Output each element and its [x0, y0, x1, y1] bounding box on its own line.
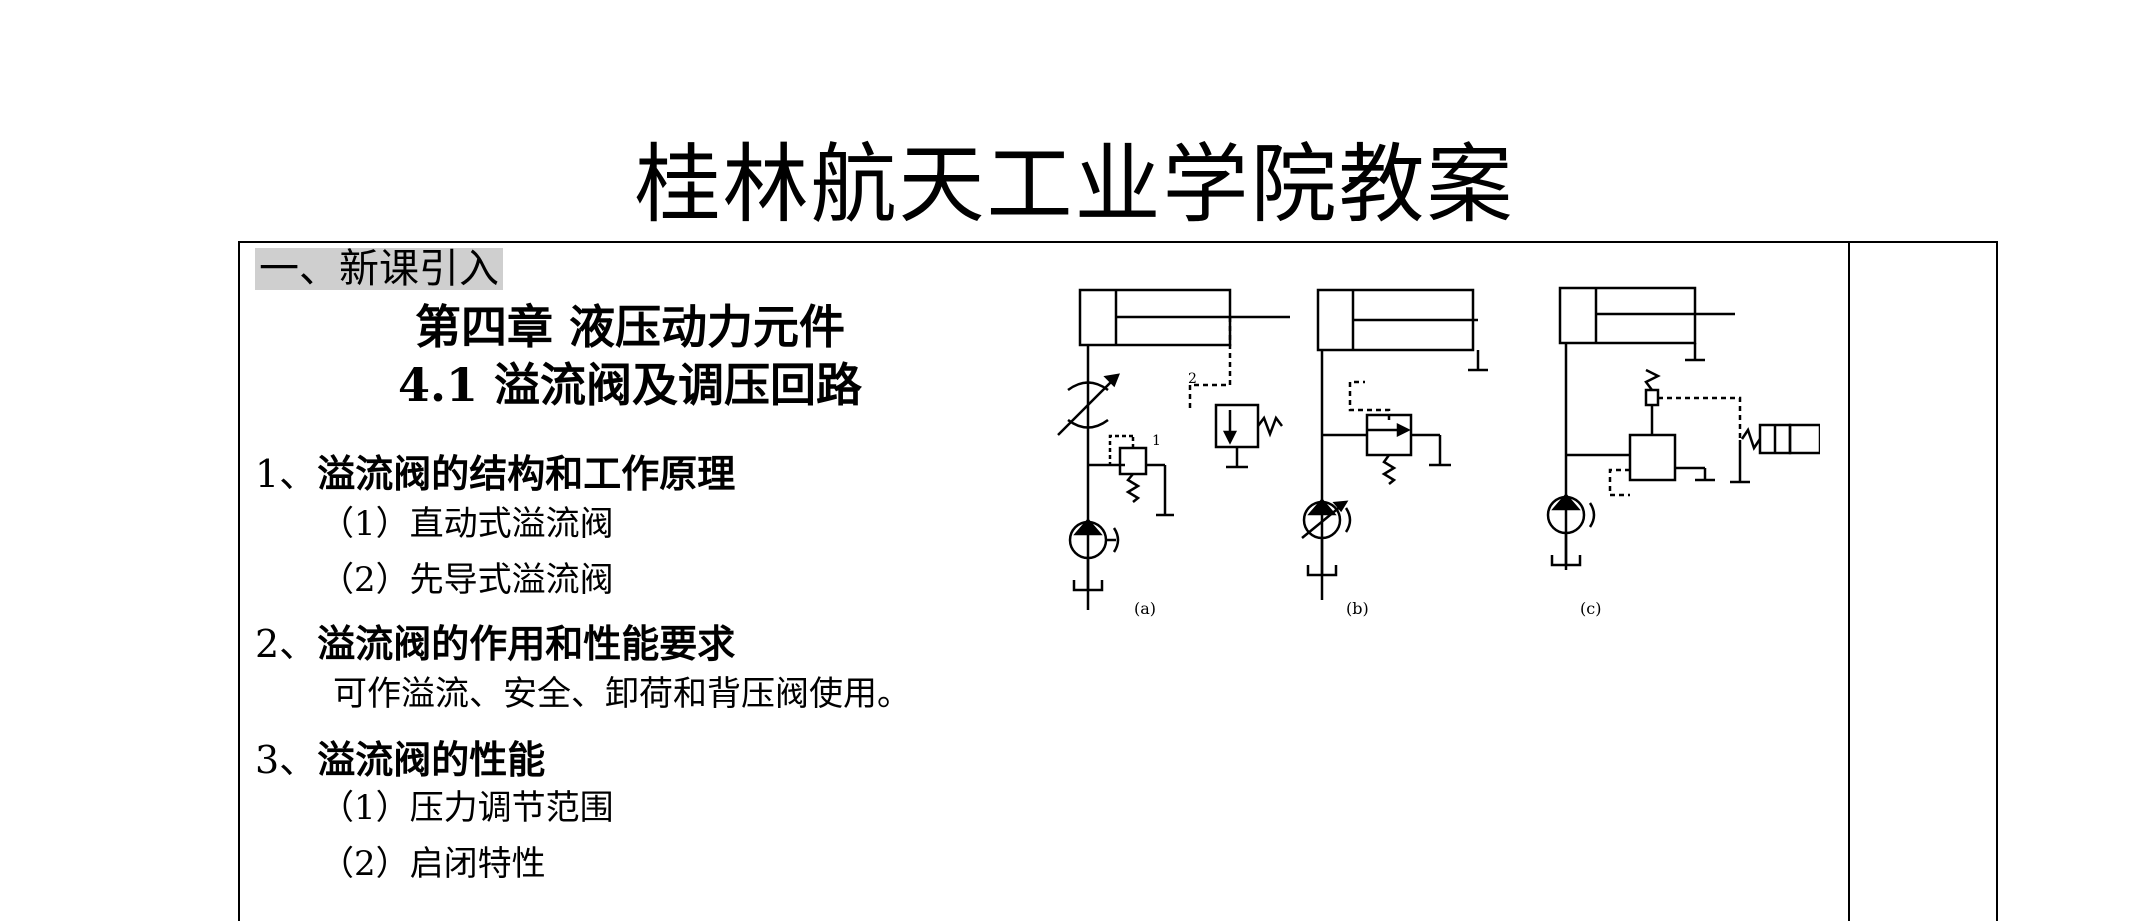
section-3-item-1: （1）压力调节范围 — [320, 788, 614, 828]
section-3-item-2: （2）启闭特性 — [320, 844, 546, 884]
section-1-item-2: （2）先导式溢流阀 — [320, 560, 614, 600]
chapter-title: 第四章 液压动力元件 — [414, 300, 845, 354]
chapter-subtitle: 4.1 溢流阀及调压回路 — [397, 358, 863, 412]
section-1-heading: 1、溢流阀的结构和工作原理 — [255, 450, 735, 498]
circuit-c: (c) — [1546, 286, 1820, 618]
table-column-divider — [1848, 241, 1850, 921]
section-3-heading: 3、溢流阀的性能 — [255, 736, 545, 784]
section-3-title: 溢流阀的性能 — [317, 737, 546, 782]
label-a: (a) — [1134, 599, 1156, 618]
circuit-a: 2 1 (a) — [1057, 288, 1290, 618]
valve-number-2: 2 — [1188, 371, 1197, 387]
section-2-heading: 2、溢流阀的作用和性能要求 — [255, 620, 735, 668]
section-3-number: 3、 — [255, 738, 318, 782]
circuit-b: (b) — [1301, 288, 1488, 618]
label-b: (b) — [1346, 599, 1369, 618]
label-c: (c) — [1580, 599, 1601, 618]
hydraulic-circuit-diagram: 2 1 (a) (b) — [1057, 286, 1820, 618]
section-1-title: 溢流阀的结构和工作原理 — [317, 451, 736, 496]
section-intro-heading: 一、新课引入 — [255, 248, 503, 290]
section-2-description: 可作溢流、安全、卸荷和背压阀使用。 — [333, 674, 911, 714]
section-1-item-1: （1）直动式溢流阀 — [320, 504, 614, 544]
valve-number-1: 1 — [1152, 433, 1161, 449]
page-title: 桂林航天工业学院教案 — [634, 135, 1515, 235]
section-2-number: 2、 — [255, 622, 318, 666]
lesson-table — [238, 241, 1998, 921]
section-2-title: 溢流阀的作用和性能要求 — [317, 621, 736, 666]
section-1-number: 1、 — [255, 452, 318, 496]
